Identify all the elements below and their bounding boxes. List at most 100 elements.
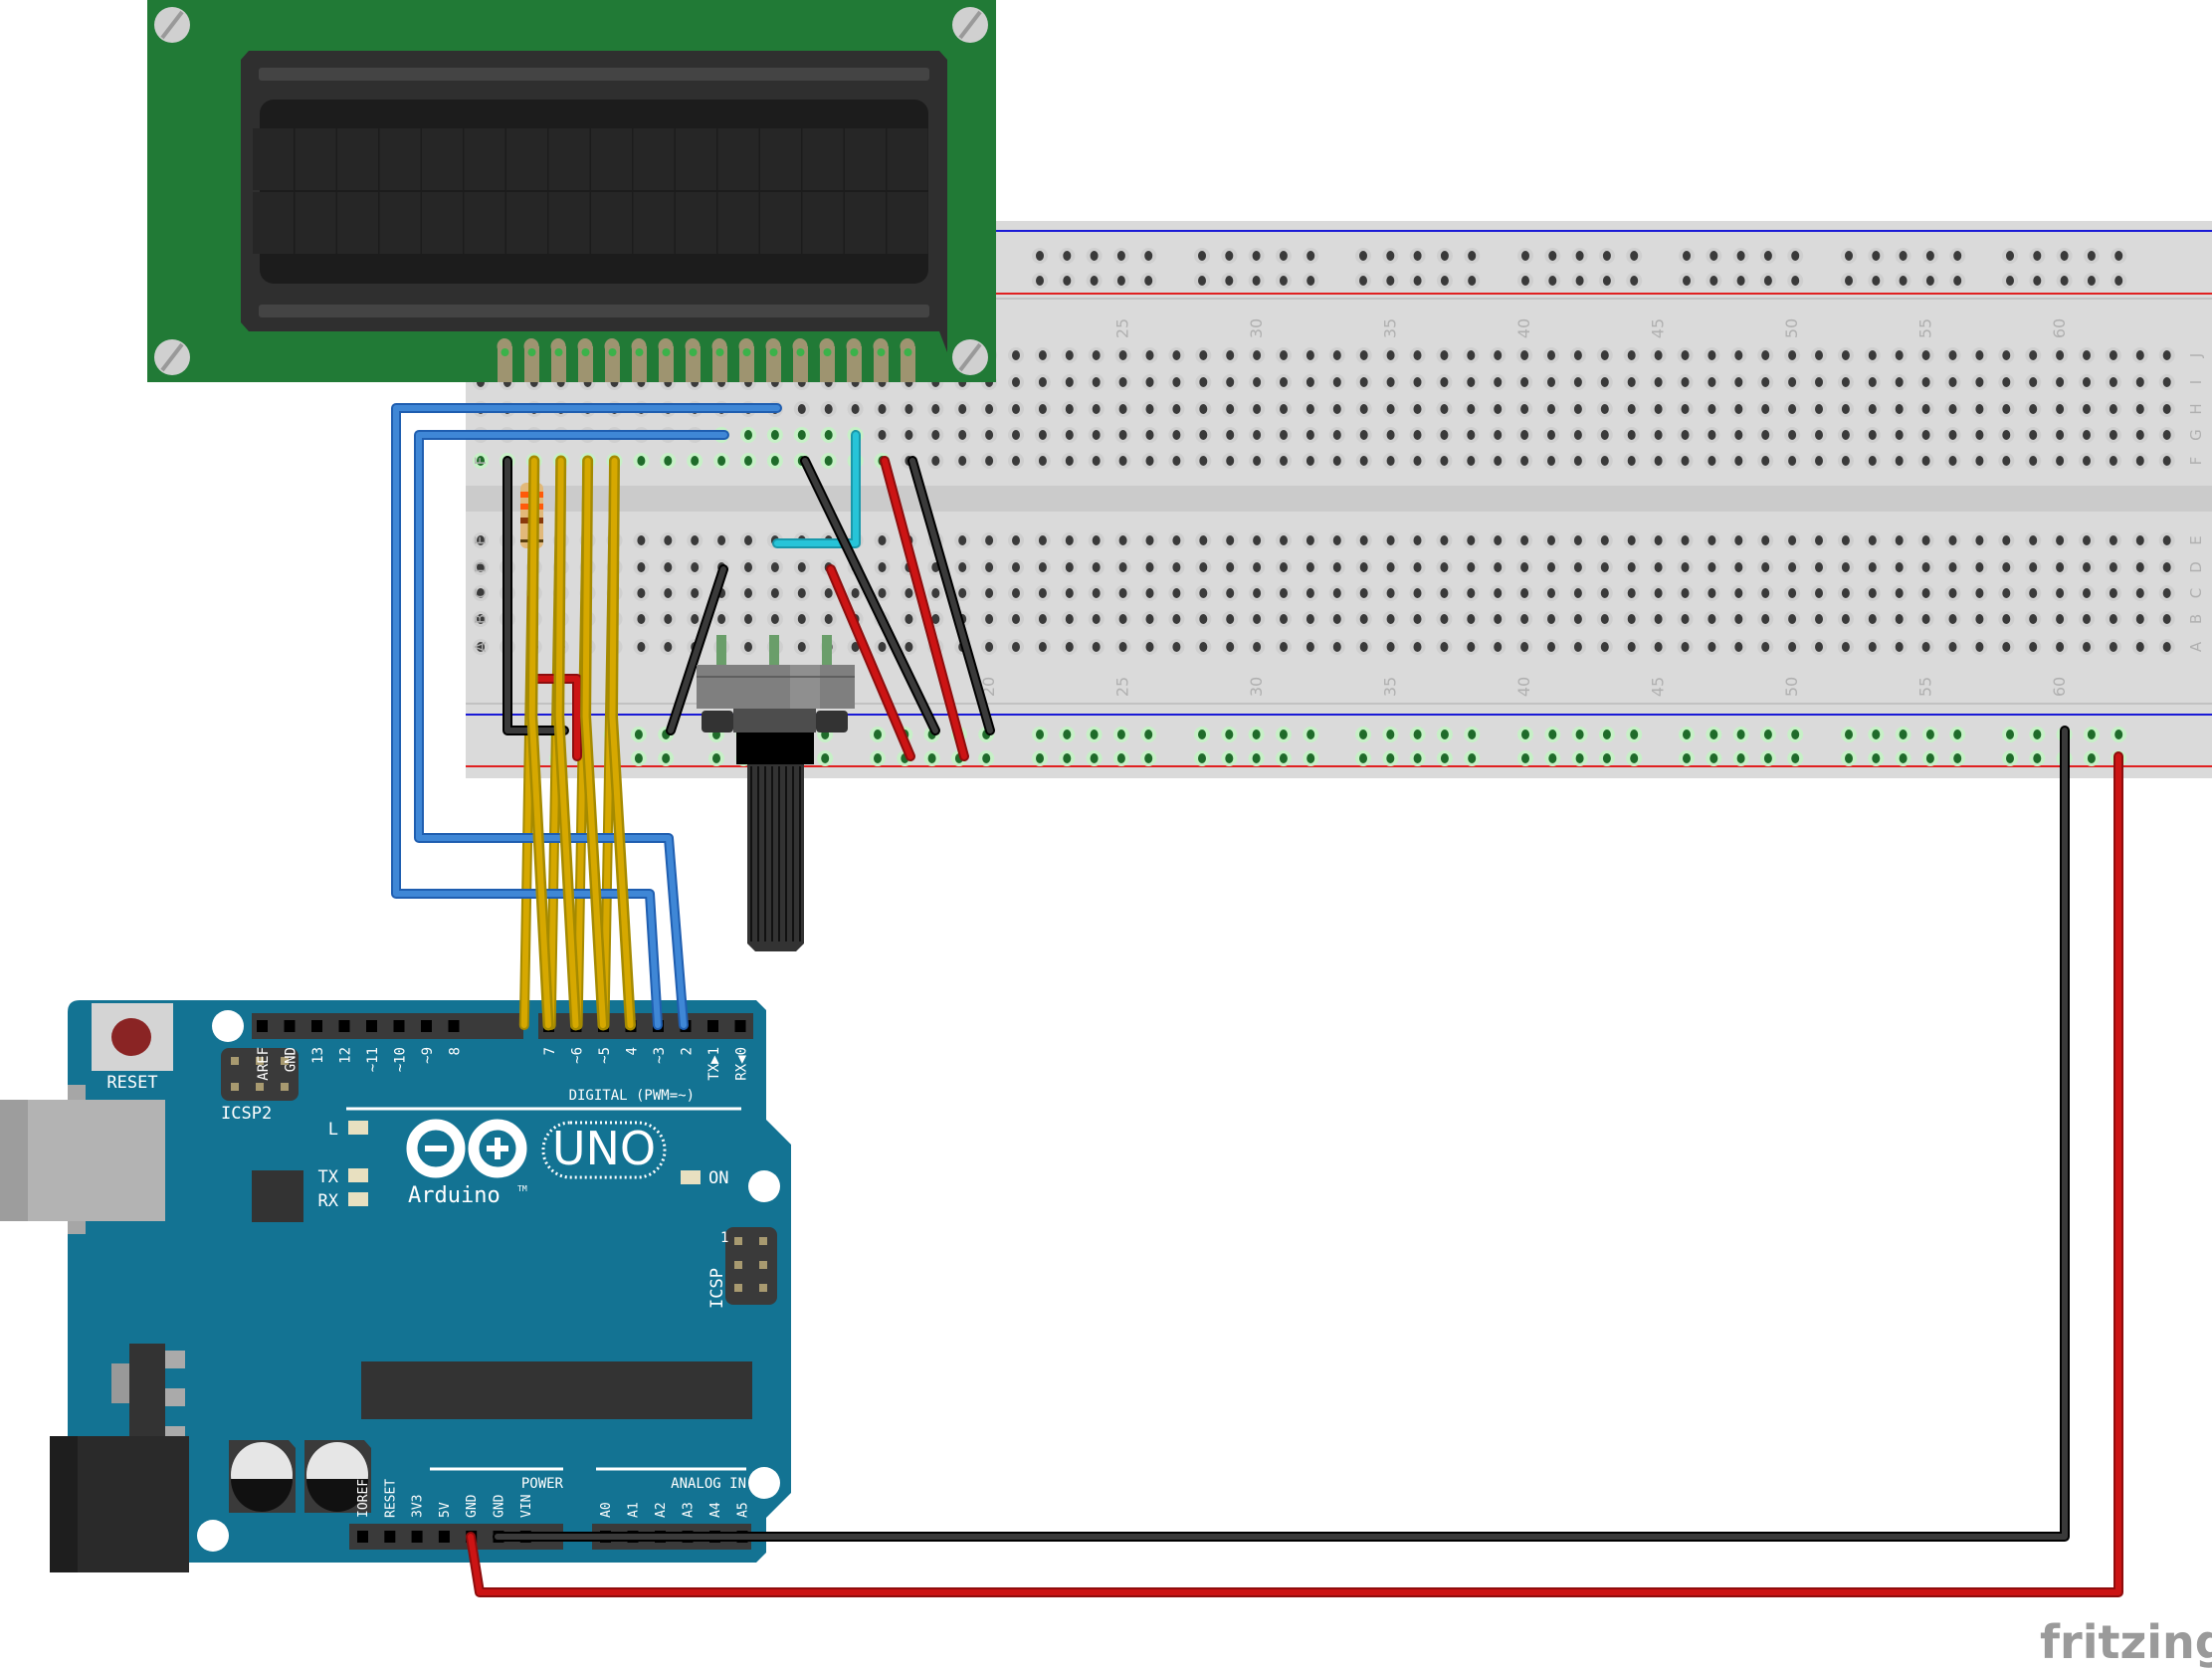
led-rx-label: RX [318,1191,339,1211]
wires [391,403,2123,1597]
pin-label: AREF [256,1047,272,1081]
row-letter-label: H [2187,403,2205,414]
wire-black[interactable] [909,458,993,733]
power-label: POWER [521,1476,564,1492]
wire-red-5v[interactable] [468,753,2121,1595]
header-pin[interactable] [393,1020,405,1032]
lcd-char-cell [506,128,547,190]
pin-label: GND [493,1494,507,1518]
row-letter-label: E [2187,535,2205,544]
arduino-logo-icon [406,1119,527,1178]
row-letter-label: B [472,614,490,624]
row-letter-label: D [2187,561,2205,573]
pin-label: 8 [448,1047,464,1055]
header-pin[interactable] [421,1020,432,1032]
header-pin[interactable] [284,1020,296,1032]
lcd-pin [847,346,862,382]
header-pin[interactable] [357,1531,368,1543]
column-number-label: 45 [1649,318,1668,338]
header-pin[interactable] [734,1020,746,1032]
wire-blue[interactable] [416,432,727,1028]
pin-label: ~3 [652,1047,668,1064]
column-number-label: 30 [1247,318,1266,338]
wire-red[interactable] [882,458,967,759]
column-number-label: 40 [1514,677,1533,697]
lcd-char-cell [422,128,463,190]
pin-label: ~9 [420,1047,436,1064]
header-pin[interactable] [438,1531,450,1543]
wire-yellow[interactable] [582,458,606,1028]
wire-blue[interactable] [393,405,780,1028]
lcd-char-cell [379,128,421,190]
led-l-label: L [328,1120,338,1140]
pin-label: 5V [438,1502,453,1518]
voltage-regulator [129,1344,165,1448]
lcd-pin [901,346,915,382]
pin-label: 12 [338,1047,354,1064]
lcd-char-cell [845,128,886,190]
wire-yellow[interactable] [555,458,579,1028]
header-pin[interactable] [411,1531,423,1543]
header-pin[interactable] [311,1020,322,1032]
pin-label: ~5 [597,1047,613,1064]
row-letter-label: B [2187,614,2205,624]
column-number-label: 35 [1381,677,1400,697]
lcd-char-cell [337,128,378,190]
lcd-char-cell [379,192,421,254]
lcd-char-cell [845,192,886,254]
wire-black[interactable] [504,458,567,733]
column-number-label: 40 [1514,318,1533,338]
led-on [681,1170,701,1184]
lcd-pin [739,346,754,382]
pin-label: 13 [310,1047,326,1064]
wire-yellow[interactable] [528,458,551,1028]
uno-label: UNO [552,1122,656,1175]
lcd-char-cell [591,128,632,190]
analog-label: ANALOG IN [671,1476,746,1492]
header-pin[interactable] [366,1020,377,1032]
pin-label: A5 [736,1502,751,1518]
row-letter-label: C [472,588,490,598]
led-l [348,1121,368,1135]
header-pin[interactable] [707,1020,718,1032]
lcd-char-cell [633,192,675,254]
digital-label: DIGITAL (PWM=~) [569,1088,695,1104]
digital-header-left [252,1013,523,1039]
pin-label: RESET [383,1479,398,1518]
potentiometer-knob[interactable] [750,766,801,941]
pin-label: TX▶1 [706,1047,722,1081]
header-pin[interactable] [257,1020,268,1032]
usb-chip [252,1170,303,1222]
lcd-char-cell [633,128,675,190]
lcd-char-cell [422,192,463,254]
wire-red[interactable] [828,566,913,759]
column-number-label: 60 [2050,677,2069,697]
mounting-hole [748,1170,780,1202]
wire-black[interactable] [802,458,938,733]
column-number-label: 55 [1916,677,1935,697]
row-letter-label: F [472,457,490,466]
pin-label: ~10 [393,1047,409,1072]
pin-label: 4 [625,1047,641,1055]
lcd-char-cell [464,128,505,190]
lcd-pin [766,346,781,382]
lcd-char-cell [676,128,716,190]
lcd-char-cell [253,192,294,254]
arduino-label: Arduino [408,1183,501,1208]
led-tx [348,1168,368,1182]
breadboard-center-gap [466,486,2212,512]
lcd-char-cell [887,192,928,254]
header-pin[interactable] [338,1020,350,1032]
header-pin[interactable] [448,1020,460,1032]
wire-black[interactable] [668,566,726,733]
column-number-label: 25 [1113,677,1132,697]
lcd-pin [498,346,512,382]
wire-cyan[interactable] [774,432,859,546]
wire-black-gnd[interactable] [495,728,2068,1540]
column-number-label: 45 [1649,677,1668,697]
wire-yellow[interactable] [609,458,634,1028]
row-letter-label: E [472,535,490,544]
header-pin[interactable] [384,1531,396,1543]
